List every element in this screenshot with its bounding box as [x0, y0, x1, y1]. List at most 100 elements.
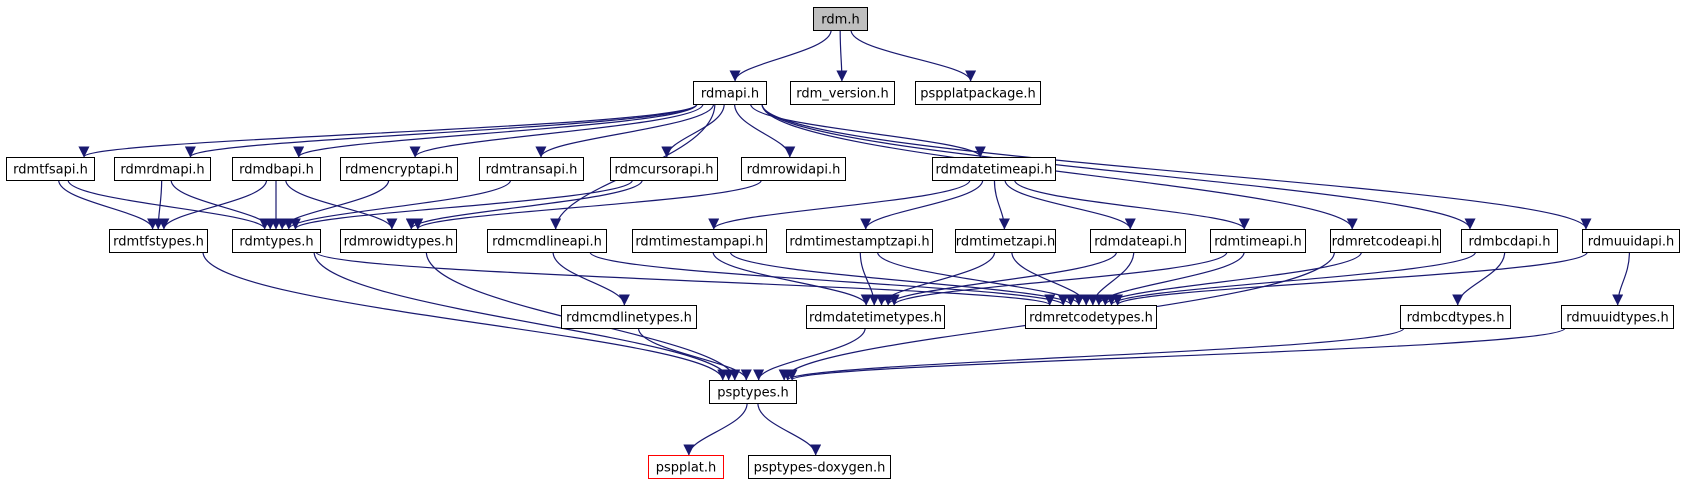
node-rdmtimetzapi-h[interactable]: rdmtimetzapi.h — [955, 229, 1056, 253]
edge-rdmapi-h-to-rdmdbapi-h — [293, 103, 698, 158]
edge-rdmtimestamptzapi-h-to-rdmretcodetypes-h — [876, 251, 1085, 306]
edge-rdmuuidtypes-h-to-psptypes-h — [786, 327, 1566, 381]
node-rdmrdmapi-h[interactable]: rdmrdmapi.h — [114, 157, 211, 181]
node-rdmretcodetypes-h[interactable]: rdmretcodetypes.h — [1025, 305, 1157, 329]
edge-rdmcmdlinetypes-h-to-psptypes-h — [637, 327, 752, 381]
node-box — [748, 455, 891, 479]
node-rdmtransapi-h[interactable]: rdmtransapi.h — [479, 157, 584, 181]
node-label: rdmcmdlinetypes.h — [566, 311, 692, 326]
edge-psptypes-h-to-pspplat-h — [683, 402, 748, 456]
edge-rdmapi-h-to-rdmbcdapi-h — [761, 103, 1476, 230]
node-rdmtimestampapi-h[interactable]: rdmtimestampapi.h — [632, 229, 767, 253]
node-psptypes-h[interactable]: psptypes.h — [709, 380, 797, 404]
edge-rdm-h-to-rdmapi-h — [729, 29, 832, 82]
node-box — [1210, 229, 1306, 253]
node-box — [479, 157, 584, 181]
node-label: rdmtypes.h — [239, 235, 313, 250]
node-label: rdmuuidapi.h — [1588, 235, 1675, 250]
node-box — [1461, 229, 1558, 253]
node-label: rdmuuidtypes.h — [1566, 311, 1669, 326]
node-box — [6, 157, 95, 181]
edge-rdmapi-h-to-rdmtransapi-h — [535, 103, 715, 158]
edge-rdmcursorapi-h-to-rdmtypes-h — [290, 179, 634, 230]
node-box — [1400, 305, 1511, 329]
edge-rdmbcdtypes-h-to-psptypes-h — [782, 327, 1405, 381]
node-rdmcmdlineapi-h[interactable]: rdmcmdlineapi.h — [487, 229, 607, 253]
node-box — [340, 157, 458, 181]
edge-rdmdatetimeapi-h-to-rdmtimestampapi-h — [708, 179, 971, 230]
node-rdmcmdlinetypes-h[interactable]: rdmcmdlinetypes.h — [561, 305, 697, 329]
node-rdmrowidapi-h[interactable]: rdmrowidapi.h — [741, 157, 846, 181]
node-box — [232, 157, 321, 181]
edge-rdmapi-h-to-rdmretcodeapi-h — [761, 103, 1358, 230]
edge-rdmrdmapi-h-to-rdmtfstypes-h — [152, 179, 164, 230]
node-box — [786, 229, 933, 253]
node-label: pspplat.h — [656, 461, 717, 476]
node-rdm-h[interactable]: rdm.h — [813, 7, 868, 31]
node-label: rdmencryptapi.h — [345, 163, 453, 178]
node-box — [813, 7, 868, 31]
edge-rdmtypes-h-to-rdmretcodetypes-h — [315, 251, 1055, 306]
node-rdmretcodeapi-h[interactable]: rdmretcodeapi.h — [1330, 229, 1441, 253]
node-box — [610, 157, 718, 181]
node-label: rdmrowidtypes.h — [344, 235, 454, 250]
node-rdmdbapi-h[interactable]: rdmdbapi.h — [232, 157, 321, 181]
edge-rdmtimestampapi-h-to-rdmretcodetypes-h — [729, 251, 1077, 306]
edge-rdmdatetimetypes-h-to-psptypes-h — [753, 327, 866, 381]
node-label: psptypes.h — [717, 386, 788, 401]
node-box — [790, 81, 895, 105]
node-rdmdatetimetypes-h[interactable]: rdmdatetimetypes.h — [806, 305, 945, 329]
node-pspplatpackage-h[interactable]: pspplatpackage.h — [915, 81, 1041, 105]
node-label: rdmrowidapi.h — [747, 163, 841, 178]
node-rdmuuidtypes-h[interactable]: rdmuuidtypes.h — [1561, 305, 1674, 329]
edge-rdmapi-h-to-rdmdatetimeapi-h — [750, 103, 986, 158]
node-rdmdatetimeapi-h[interactable]: rdmdatetimeapi.h — [932, 157, 1056, 181]
node-label: rdmtimeapi.h — [1214, 235, 1302, 250]
node-box — [1330, 229, 1441, 253]
node-label: rdmcursorapi.h — [614, 163, 713, 178]
node-box — [1090, 229, 1186, 253]
edge-rdmapi-h-to-rdmrdmapi-h — [185, 103, 698, 158]
node-box — [632, 229, 767, 253]
edge-psptypes-h-to-psptypes-doxygen-h — [757, 402, 822, 456]
edge-rdmencryptapi-h-to-rdmtypes-h — [276, 179, 390, 230]
edge-rdmtransapi-h-to-rdmtypes-h — [283, 179, 512, 230]
node-label: rdmbcdtypes.h — [1407, 311, 1505, 326]
node-rdmtypes-h[interactable]: rdmtypes.h — [232, 229, 321, 253]
node-label: rdmapi.h — [701, 87, 759, 102]
node-label: rdmrdmapi.h — [120, 163, 204, 178]
edge-rdmuuidapi-h-to-rdmuuidtypes-h — [1612, 251, 1631, 306]
node-psptypes-doxygen-h[interactable]: psptypes-doxygen.h — [748, 455, 891, 479]
node-box — [114, 157, 211, 181]
edge-rdmtfstypes-h-to-psptypes-h — [202, 251, 729, 381]
node-rdmrowidtypes-h[interactable]: rdmrowidtypes.h — [340, 229, 457, 253]
node-rdmbcdtypes-h[interactable]: rdmbcdtypes.h — [1400, 305, 1511, 329]
node-label: rdmretcodeapi.h — [1332, 235, 1440, 250]
node-pspplat-h[interactable]: pspplat.h — [648, 455, 724, 479]
edge-rdmapi-h-to-rdmuuidapi-h — [761, 103, 1592, 230]
edge-rdmtfsapi-h-to-rdmtypes-h — [67, 179, 271, 230]
edge-rdmrowidapi-h-to-rdmrowidtypes-h — [412, 179, 762, 230]
edge-rdmapi-h-to-rdmrowidapi-h — [733, 103, 796, 158]
edge-rdmapi-h-to-rdmtfsapi-h — [78, 103, 698, 158]
node-rdmcursorapi-h[interactable]: rdmcursorapi.h — [610, 157, 718, 181]
edge-rdm-h-to-rdm-version-h — [836, 29, 848, 82]
node-rdmtfsapi-h[interactable]: rdmtfsapi.h — [6, 157, 95, 181]
node-rdmbcdapi-h[interactable]: rdmbcdapi.h — [1461, 229, 1558, 253]
node-box — [709, 380, 797, 404]
node-label: pspplatpackage.h — [920, 87, 1035, 102]
node-box — [340, 229, 457, 253]
node-rdmapi-h[interactable]: rdmapi.h — [693, 81, 767, 105]
node-box — [1561, 305, 1674, 329]
node-rdmuuidapi-h[interactable]: rdmuuidapi.h — [1582, 229, 1680, 253]
node-rdmencryptapi-h[interactable]: rdmencryptapi.h — [340, 157, 458, 181]
node-box — [561, 305, 697, 329]
node-rdmtfstypes-h[interactable]: rdmtfstypes.h — [109, 229, 208, 253]
node-label: rdmtimestamptzapi.h — [789, 235, 929, 250]
node-rdm-version-h[interactable]: rdm_version.h — [790, 81, 895, 105]
node-rdmtimestamptzapi-h[interactable]: rdmtimestamptzapi.h — [786, 229, 933, 253]
node-rdmtimeapi-h[interactable]: rdmtimeapi.h — [1210, 229, 1306, 253]
node-box — [955, 229, 1056, 253]
edge-rdmdatetimeapi-h-to-rdmdateapi-h — [1004, 179, 1136, 230]
node-rdmdateapi-h[interactable]: rdmdateapi.h — [1090, 229, 1186, 253]
